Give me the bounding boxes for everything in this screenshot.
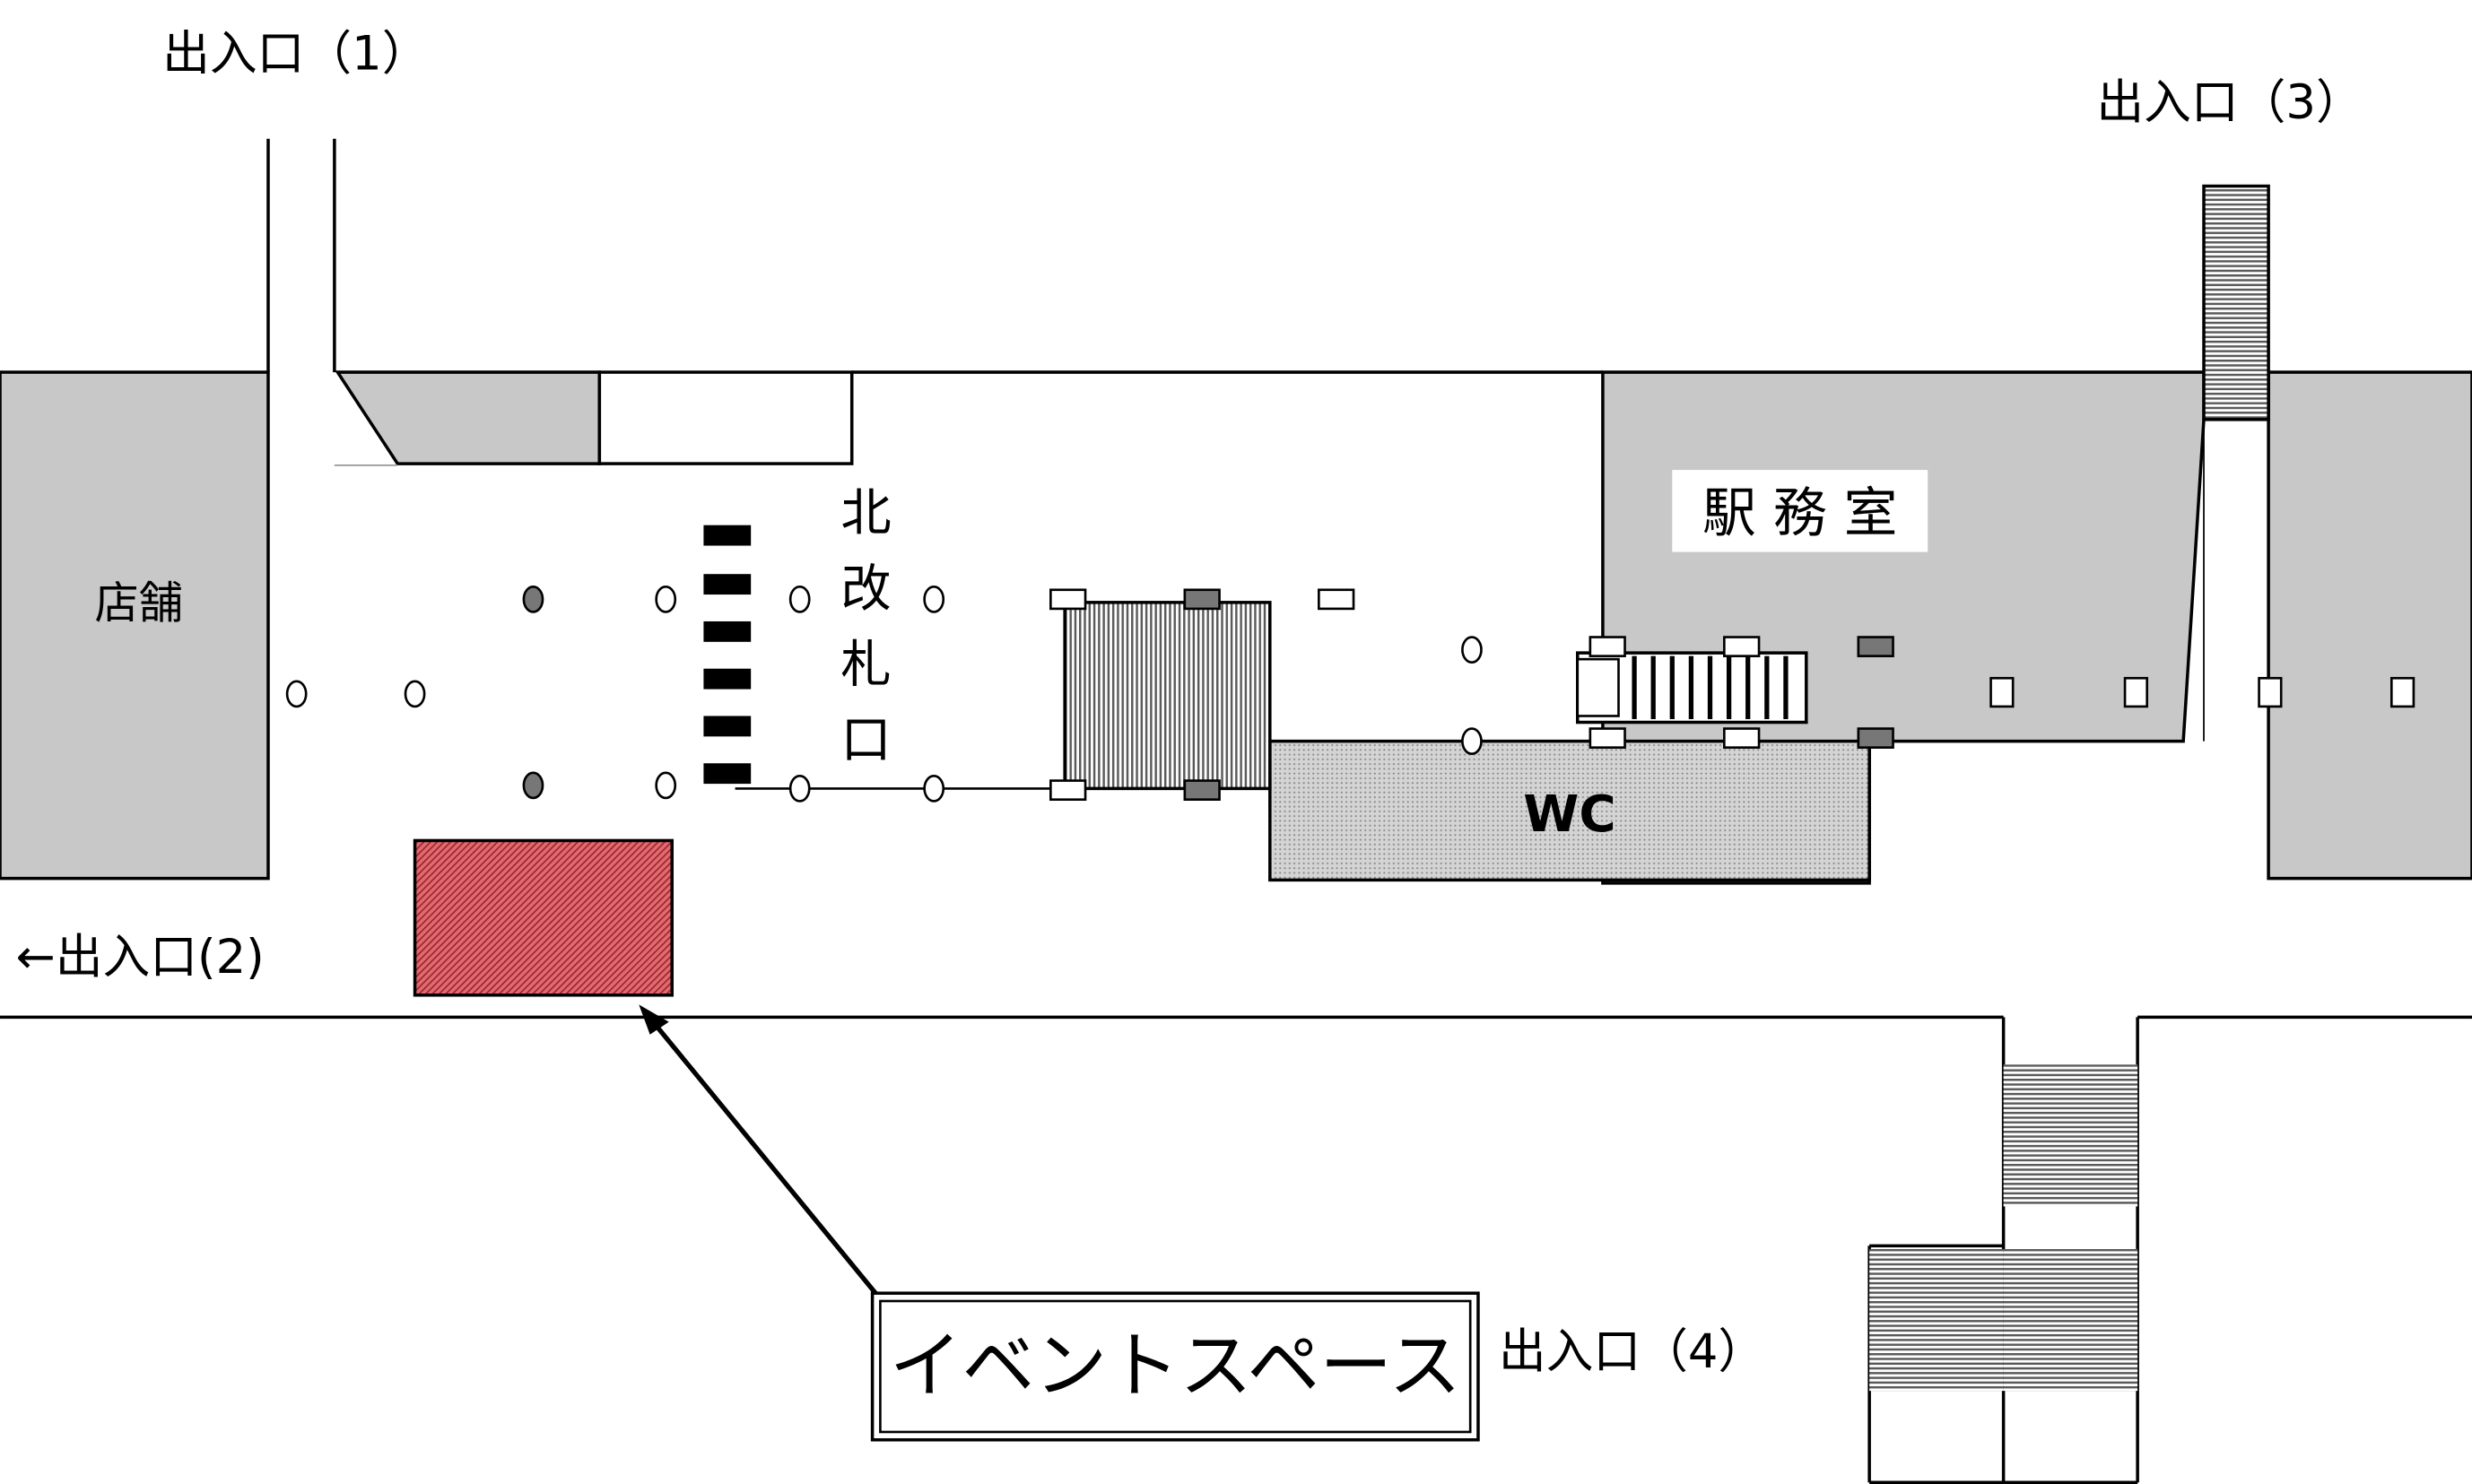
- station-office-label: 駅 務 室: [1702, 483, 1897, 545]
- column-open: [2258, 676, 2283, 708]
- pillar-open: [655, 771, 677, 800]
- column-open: [1049, 779, 1087, 802]
- ticket-gate: [703, 716, 752, 737]
- column-open: [1589, 636, 1626, 657]
- column-open: [1049, 588, 1087, 611]
- wc-block: [1268, 739, 1871, 882]
- stairs-exit3: [2202, 184, 2270, 421]
- gate-char: 改: [840, 560, 891, 618]
- exit1-label: 出入口（1）: [162, 26, 429, 81]
- column-open: [2123, 676, 2149, 708]
- pillar-open: [655, 585, 677, 613]
- stairs-exit4-lower: [1869, 1248, 2004, 1392]
- ticket-gate: [703, 668, 752, 690]
- pillar-filled: [522, 585, 544, 613]
- gate-char: 口: [840, 711, 891, 769]
- storage-box: [597, 370, 854, 465]
- column-open: [1989, 676, 2015, 708]
- stairs-center: [1063, 601, 1272, 791]
- stairs-exit4-mid: [2003, 1248, 2138, 1392]
- stairs-exit4-upper: [2003, 1064, 2138, 1207]
- right-block: [2267, 370, 2472, 881]
- corner-block: [335, 370, 602, 465]
- pillar-open: [788, 774, 811, 803]
- shop-block: [0, 370, 270, 881]
- pillar-open: [923, 585, 945, 613]
- exit4-label: 出入口（4）: [1499, 1324, 1765, 1379]
- gate-char: 札: [840, 636, 891, 694]
- column-open: [1318, 588, 1355, 611]
- event-space-area: [413, 838, 674, 997]
- columns: [1049, 588, 2415, 802]
- exit2-label: ←出入口(2): [16, 930, 265, 985]
- column-open: [1723, 636, 1761, 657]
- shop-label: 店舗: [95, 577, 183, 629]
- pillar-open: [1461, 727, 1483, 756]
- pillar-open: [923, 774, 945, 803]
- pillar-filled: [522, 771, 544, 800]
- pillar-open: [285, 680, 308, 708]
- column-open: [1723, 727, 1761, 749]
- exit3-label: 出入口（3）: [2096, 75, 2363, 130]
- ticket-gate: [703, 621, 752, 642]
- ticket-gates: [703, 525, 752, 785]
- wc-label: WC: [1523, 785, 1615, 844]
- station-office-label-bg: [1672, 470, 1928, 552]
- escalator: [1576, 651, 1808, 725]
- event-space-arrow: [639, 1004, 878, 1295]
- event-space-callout: イベントスペース: [870, 1291, 1480, 1442]
- ticket-gate: [703, 525, 752, 546]
- gate-char: 北: [840, 484, 891, 542]
- pillar-open: [1461, 636, 1483, 664]
- north-gate-label: 北 改 札 口: [840, 484, 891, 769]
- column-open: [2389, 676, 2415, 708]
- pillar-open: [788, 585, 811, 613]
- event-space-label: イベントスペース: [890, 1324, 1461, 1409]
- pillars: [285, 585, 1483, 803]
- column-open: [1589, 727, 1626, 749]
- column-filled: [1183, 588, 1221, 611]
- column-filled: [1857, 727, 1894, 749]
- ticket-gate: [703, 574, 752, 595]
- pillar-open: [404, 680, 426, 708]
- column-filled: [1857, 636, 1894, 657]
- ticket-gate: [703, 763, 752, 785]
- column-filled: [1183, 779, 1221, 802]
